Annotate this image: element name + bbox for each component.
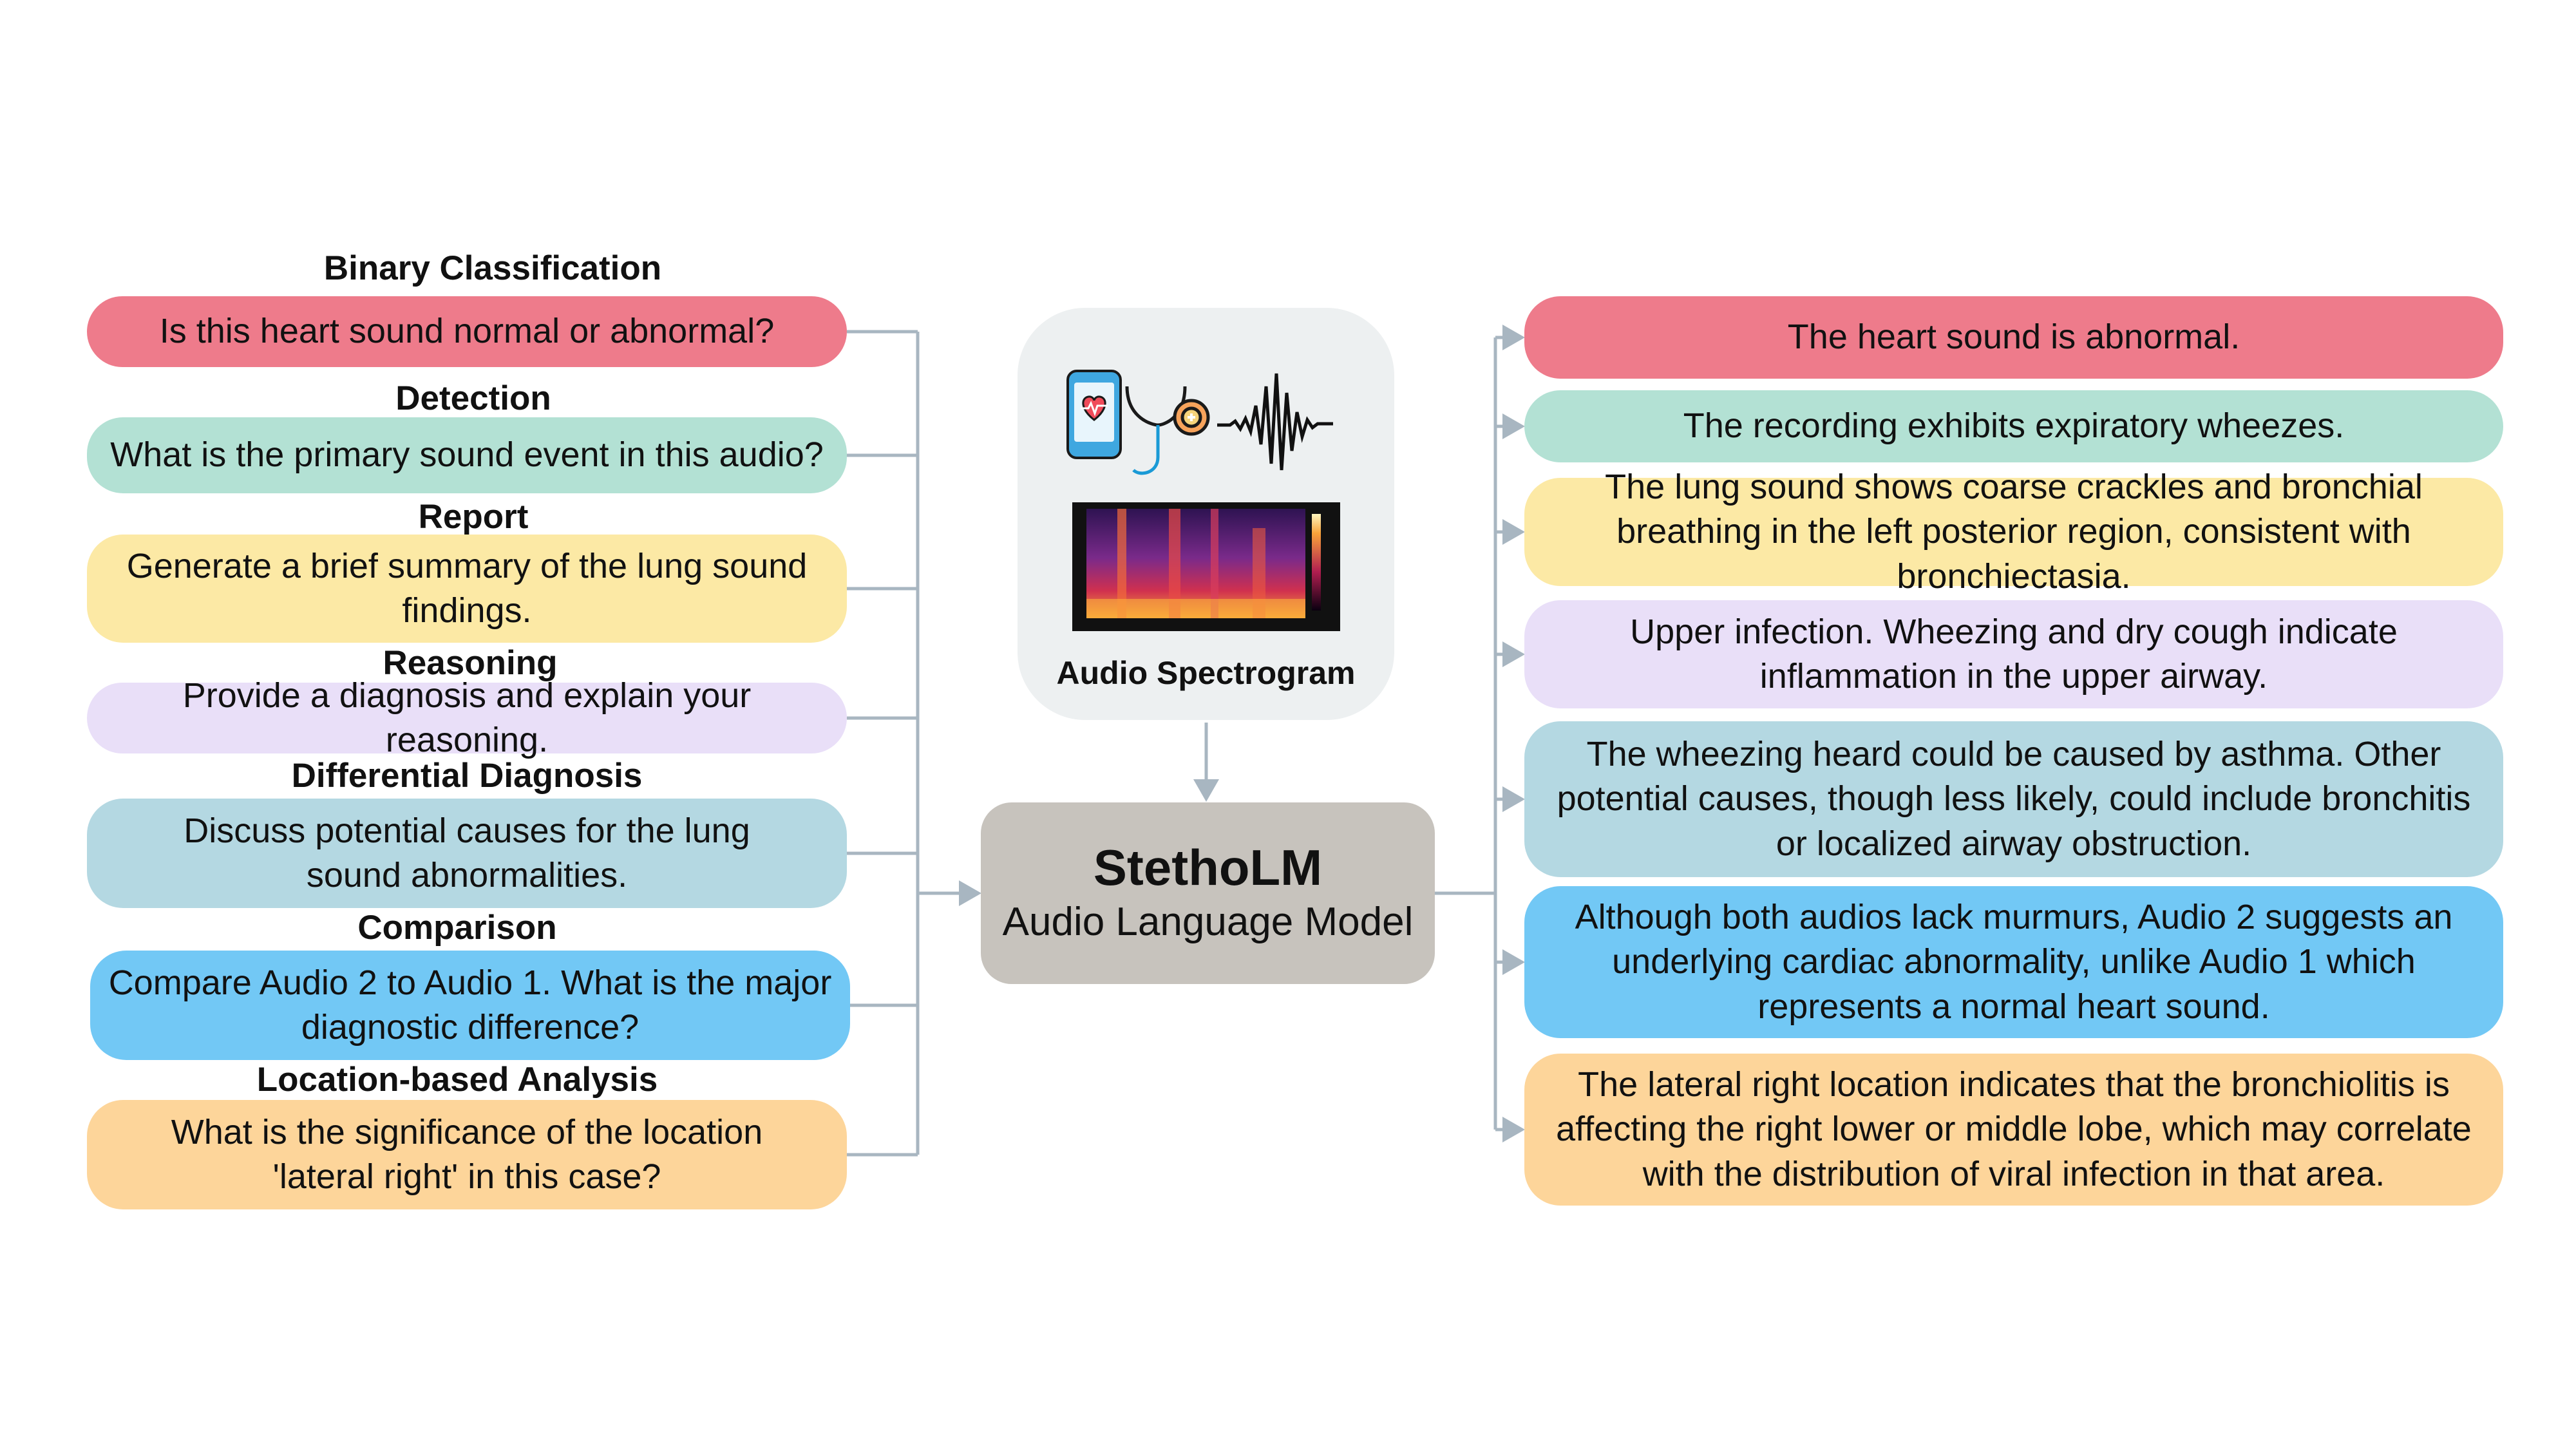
question-text: Discuss potential causes for the lung so… [184,811,750,895]
question-detection: What is the primary sound event in this … [87,417,847,493]
answer-binary-classification: The heart sound is abnormal. [1524,296,2503,379]
answer-comparison: Although both audios lack murmurs, Audio… [1524,886,2503,1038]
answer-text: The recording exhibits expiratory wheeze… [1683,406,2345,446]
audio-icons [1066,370,1333,475]
answer-location-based-analysis: The lateral right location indicates tha… [1524,1054,2503,1206]
answer-report: The lung sound shows coarse crackles and… [1524,468,2503,596]
task-title-differential-diagnosis: Differential Diagnosis [291,757,643,795]
answer-text: The lung sound shows coarse crackles and… [1605,468,2423,596]
question-comparison: Compare Audio 2 to Audio 1. What is the … [90,951,850,1060]
answer-text: The heart sound is abnormal. [1787,317,2240,357]
answer-reasoning: Upper infection. Wheezing and dry cough … [1524,600,2503,708]
question-report: Generate a brief summary of the lung sou… [87,535,847,643]
mobile-heart-icon [1066,370,1122,459]
question-text: Generate a brief summary of the lung sou… [126,546,808,630]
task-title-reasoning: Reasoning [383,644,558,682]
task-title-binary-classification: Binary Classification [323,249,662,287]
model-box: StethoLM Audio Language Model [981,802,1435,984]
question-binary-classification: Is this heart sound normal or abnormal? [87,296,847,367]
stethoscope-icon [1125,386,1210,475]
question-text: What is the primary sound event in this … [110,435,824,475]
answer-text: Although both audios lack murmurs, Audio… [1575,898,2453,1026]
model-name: StethoLM [1093,839,1323,896]
question-location-based-analysis: What is the significance of the location… [87,1100,847,1209]
answer-text: The wheezing heard could be caused by as… [1557,735,2471,863]
question-differential-diagnosis: Discuss potential causes for the lung so… [87,799,847,908]
answer-differential-diagnosis: The wheezing heard could be caused by as… [1524,721,2503,877]
question-text: What is the significance of the location… [171,1112,763,1196]
question-text: Provide a diagnosis and explain your rea… [182,676,752,759]
answer-detection: The recording exhibits expiratory wheeze… [1524,390,2503,462]
model-subtitle: Audio Language Model [1002,900,1414,945]
sound-wave-icon [1217,373,1333,471]
answer-text: The lateral right location indicates tha… [1556,1065,2472,1193]
task-title-detection: Detection [395,379,551,417]
task-title-report: Report [418,498,529,536]
question-text: Is this heart sound normal or abnormal? [159,312,775,351]
spectrogram-label: Audio Spectrogram [1056,655,1356,691]
question-reasoning: Provide a diagnosis and explain your rea… [87,676,847,759]
task-title-comparison: Comparison [357,909,557,947]
answer-text: Upper infection. Wheezing and dry cough … [1630,612,2398,696]
question-text: Compare Audio 2 to Audio 1. What is the … [108,963,832,1046]
task-title-location-based-analysis: Location-based Analysis [256,1061,658,1099]
spectrogram-image [1072,502,1340,631]
